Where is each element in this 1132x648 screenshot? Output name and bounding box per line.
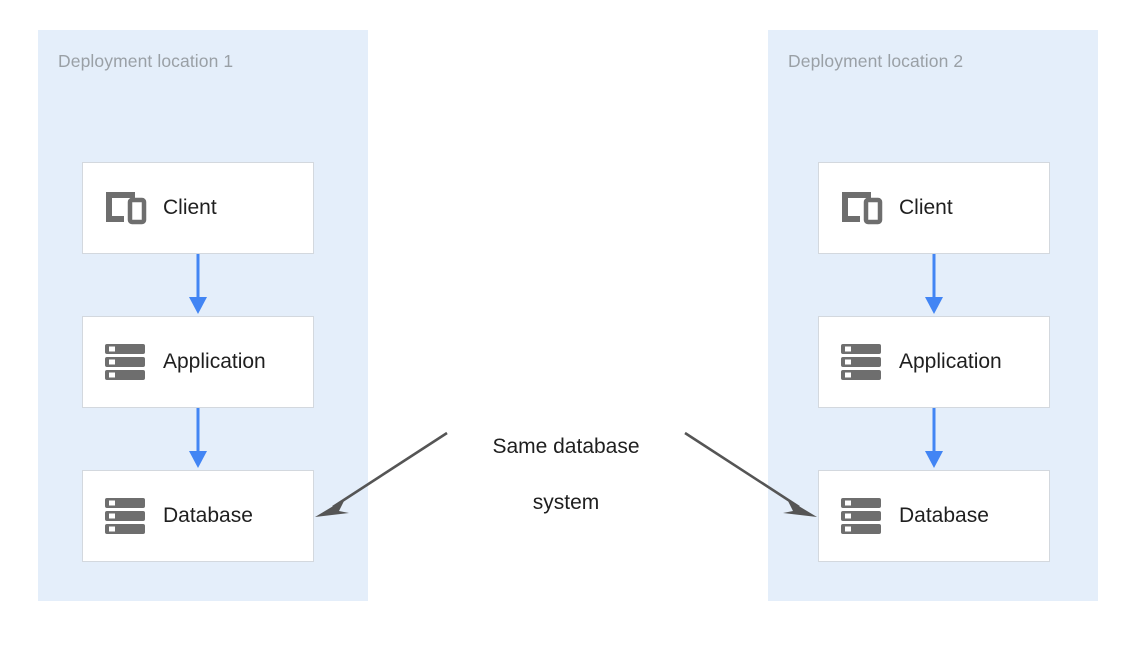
annotation-label-line-2: system (532, 491, 600, 514)
zone-1-label: Deployment location 1 (58, 51, 234, 71)
flow-arrow-client-1-to-application-1 (182, 254, 214, 321)
devices-icon (99, 185, 151, 231)
node-application-2-label: Application (899, 350, 1002, 373)
flow-arrow-client-2-to-application-2 (918, 254, 950, 321)
node-client-2-label: Client (899, 196, 953, 219)
node-database-2[interactable]: Database (818, 470, 1050, 562)
node-application-1-label: Application (163, 350, 266, 373)
node-application-2[interactable]: Application (818, 316, 1050, 408)
annotation-label: Same database system (446, 405, 686, 545)
flow-arrow-application-2-to-database-2 (918, 408, 950, 475)
server-icon (99, 339, 151, 385)
node-database-2-label: Database (899, 504, 989, 527)
node-client-1[interactable]: Client (82, 162, 314, 254)
devices-icon (835, 185, 887, 231)
server-icon (99, 493, 151, 539)
flow-arrow-application-1-to-database-1 (182, 408, 214, 475)
server-icon (835, 339, 887, 385)
node-application-1[interactable]: Application (82, 316, 314, 408)
annotation-arrow-right (677, 425, 827, 530)
annotation-label-line-1: Same database (492, 435, 640, 458)
node-client-1-label: Client (163, 196, 217, 219)
node-database-1-label: Database (163, 504, 253, 527)
annotation-arrow-left (305, 425, 455, 530)
node-client-2[interactable]: Client (818, 162, 1050, 254)
node-database-1[interactable]: Database (82, 470, 314, 562)
zone-2-label: Deployment location 2 (788, 51, 964, 71)
server-icon (835, 493, 887, 539)
